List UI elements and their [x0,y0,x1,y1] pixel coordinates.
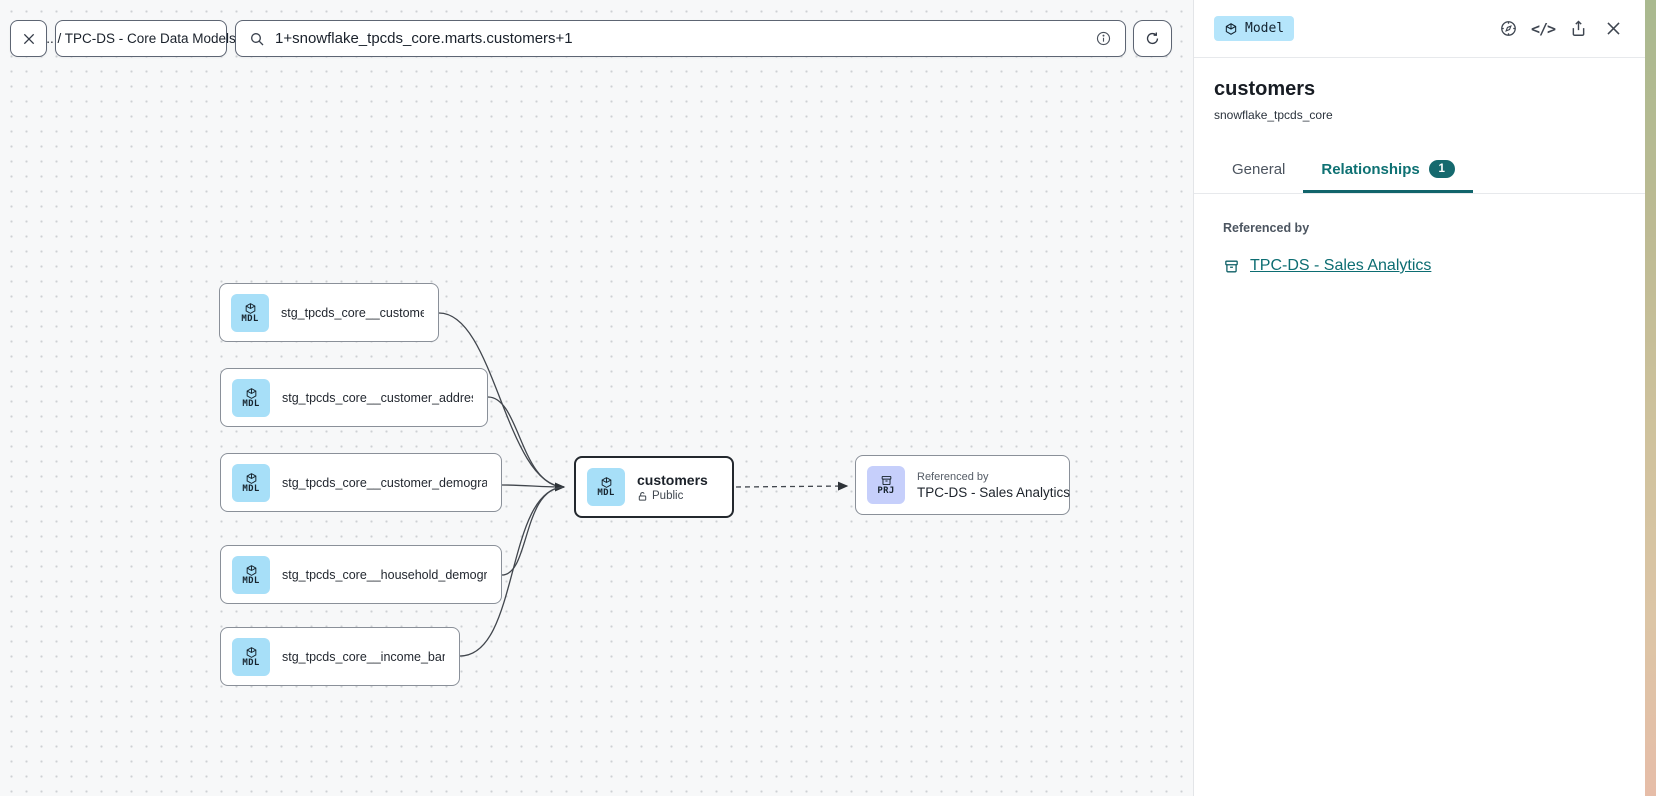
referenced-project-link[interactable]: TPC-DS - Sales Analytics [1250,257,1432,274]
cube-icon [245,302,255,314]
edge-customer-demographics [501,482,566,492]
explore-lineage-button[interactable] [1498,19,1518,39]
lineage-node-customers-selected[interactable]: MDL customers Public [574,456,734,518]
share-button[interactable] [1568,19,1588,39]
desktop-wallpaper-sliver [1645,0,1656,796]
node-label: stg_tpcds_core__income_band [282,649,445,664]
archive-icon [881,475,891,486]
search-icon [251,32,264,45]
close-icon [1606,22,1620,35]
lineage-node-referenced-project[interactable]: PRJ Referenced by TPC-DS - Sales Analyti… [855,455,1070,515]
archive-icon [1225,260,1238,272]
panel-tabs: General Relationships 1 [1194,147,1645,194]
cube-icon [246,472,256,484]
node-label: stg_tpcds_core__customer_address [282,390,473,405]
breadcrumb: .. / TPC-DS - Core Data Models [46,31,236,46]
lineage-search[interactable] [235,20,1126,57]
node-label: stg_tpcds_core__household_demogr… [282,567,487,582]
project-name: snowflake_tpcds_core [1214,108,1333,122]
node-label: stg_tpcds_core__customer [281,305,424,320]
info-icon[interactable] [1095,30,1112,47]
model-badge: MDL [232,555,270,594]
refresh-button[interactable] [1133,20,1172,57]
lineage-node-stg-customer-demographics[interactable]: MDL stg_tpcds_core__customer_demogra… [220,453,502,512]
model-badge: MDL [231,293,269,332]
search-input[interactable] [275,30,1085,47]
details-panel: Model </> customers snowflake_tpcds_core… [1193,0,1645,796]
model-badge: MDL [232,637,270,676]
close-lineage-button[interactable] [10,20,47,57]
code-icon: </> [1530,19,1556,38]
panel-title-block: customers snowflake_tpcds_core [1194,58,1645,122]
lineage-node-stg-household-demographics[interactable]: MDL stg_tpcds_core__household_demogr… [220,545,502,604]
unlock-icon [638,491,647,501]
model-badge: MDL [232,463,270,502]
tab-general[interactable]: General [1232,160,1286,178]
cube-icon [246,564,256,576]
close-icon [23,33,34,44]
edge-household-demographics [501,486,565,576]
lineage-node-stg-customer[interactable]: MDL stg_tpcds_core__customer [219,283,439,342]
relationships-content: Referenced by TPC-DS - Sales Analytics [1194,194,1645,275]
compass-icon [1500,21,1516,36]
cube-icon [601,477,611,488]
node-label: TPC-DS - Sales Analytics [917,484,1071,500]
breadcrumb-button[interactable]: .. / TPC-DS - Core Data Models [46,20,236,57]
refresh-icon [1146,32,1159,45]
model-badge: MDL [587,468,625,506]
cube-icon [246,646,256,658]
relationships-count-badge: 1 [1428,160,1455,178]
tab-relationships[interactable]: Relationships 1 [1303,147,1472,193]
cube-icon [1225,22,1237,35]
lineage-canvas[interactable]: MDL stg_tpcds_core__customer MDL stg_tpc… [0,0,1193,796]
cube-icon [246,387,256,399]
view-code-button[interactable]: </> [1530,19,1556,39]
model-badge: MDL [232,378,270,417]
node-label: stg_tpcds_core__customer_demogra… [282,475,487,490]
share-icon [1572,20,1584,36]
referenced-by-item: TPC-DS - Sales Analytics [1223,257,1625,275]
page-title: customers [1214,78,1316,100]
lineage-edges [438,312,849,657]
referenced-by-heading: Referenced by [1223,221,1310,235]
node-kicker: Referenced by [917,470,989,483]
lineage-node-stg-customer-address[interactable]: MDL stg_tpcds_core__customer_address [220,368,488,427]
resource-type-badge: Model [1214,16,1295,41]
node-title: customers [637,472,708,488]
lineage-node-stg-income-band[interactable]: MDL stg_tpcds_core__income_band [220,627,460,686]
close-panel-button[interactable] [1603,19,1623,39]
access-row: Public [637,490,708,502]
panel-header: Model </> [1194,0,1645,58]
edge-referenced-by [735,481,849,491]
project-badge: PRJ [867,466,905,504]
